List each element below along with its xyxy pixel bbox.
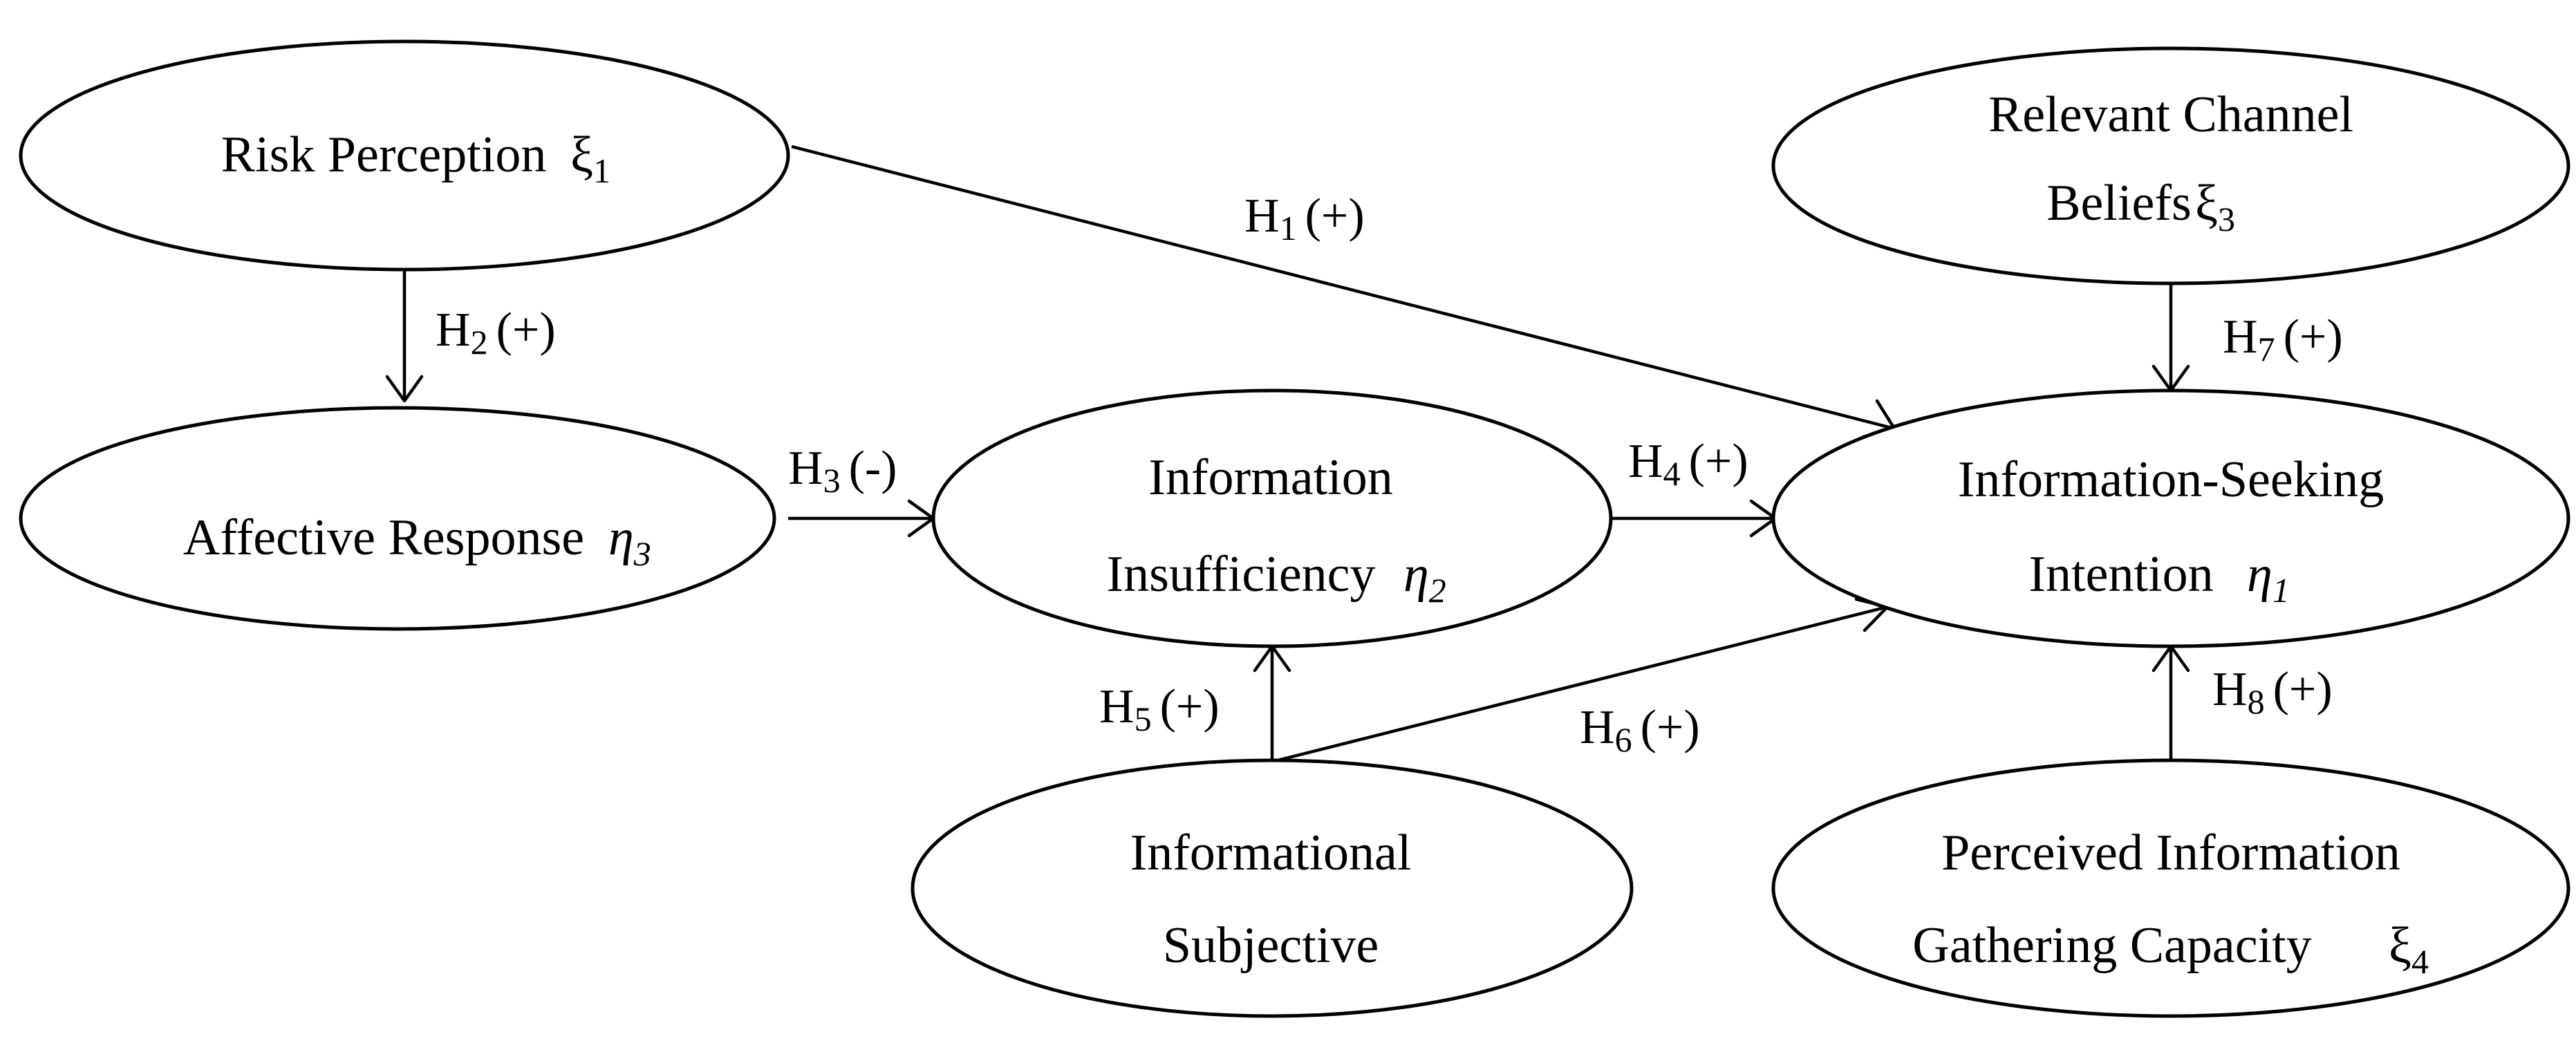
node-label-line-1: Perceived Information	[1941, 825, 2400, 881]
hypothesis-label-h1: H1(+)	[1244, 189, 1365, 247]
node-information-seeking-intention: Information-Seeking Intention η1	[1771, 388, 2570, 648]
node-relevant-channel-beliefs: Relevant Channel Beliefs ξ3	[1771, 46, 2570, 285]
node-label-line-1: Relevant Channel	[1988, 86, 2353, 143]
node-label-line-1: Information-Seeking	[1958, 451, 2384, 508]
node-label-line-1: Informational	[1130, 825, 1412, 881]
node-label-line-2: Intention	[2028, 546, 2213, 603]
hypothesis-label-h7: H7(+)	[2223, 310, 2343, 368]
hypothesis-label-h8: H8(+)	[2212, 663, 2333, 721]
edge-h3	[788, 499, 935, 538]
node-symbol: ξ4	[2389, 917, 2429, 981]
edge-h2	[385, 270, 424, 403]
node-informational-subjective: Informational Subjective	[911, 758, 1634, 1018]
node-label-line-2: Gathering Capacity	[1912, 917, 2311, 974]
node-affective-response: Affective Response η3	[19, 406, 776, 631]
node-label-line-2: Subjective	[1163, 917, 1379, 974]
node-label-line-2: Beliefs	[2046, 175, 2192, 232]
edge-h4	[1611, 499, 1777, 538]
edge-h8	[2152, 644, 2190, 762]
node-label-line-1: Information	[1148, 449, 1392, 506]
edge-h7	[2152, 283, 2190, 393]
node-symbol: ξ1	[570, 126, 610, 190]
hypothesis-label-h3: H3(-)	[788, 442, 897, 500]
node-label: Affective Response	[183, 509, 584, 566]
hypothesis-label-h5: H5(+)	[1099, 680, 1220, 738]
hypothesis-label-h4: H4(+)	[1628, 435, 1748, 493]
node-symbol: ξ3	[2195, 175, 2235, 238]
hypothesis-label-h6: H6(+)	[1580, 701, 1700, 759]
node-symbol: η2	[1403, 546, 1446, 610]
node-perceived-information-gathering-capacity: Perceived Information Gathering Capacity…	[1771, 758, 2570, 1018]
node-label-line-2: Insufficiency	[1106, 546, 1375, 603]
node-label: Risk Perception	[221, 126, 547, 183]
edge-h5	[1253, 644, 1291, 762]
node-symbol: η3	[608, 509, 651, 573]
hypothesis-label-h2: H2(+)	[436, 303, 556, 361]
node-information-insufficiency: Information Insufficiency η2	[931, 388, 1613, 648]
node-symbol: η1	[2247, 546, 2290, 610]
node-risk-perception: Risk Perception ξ1	[19, 39, 790, 272]
